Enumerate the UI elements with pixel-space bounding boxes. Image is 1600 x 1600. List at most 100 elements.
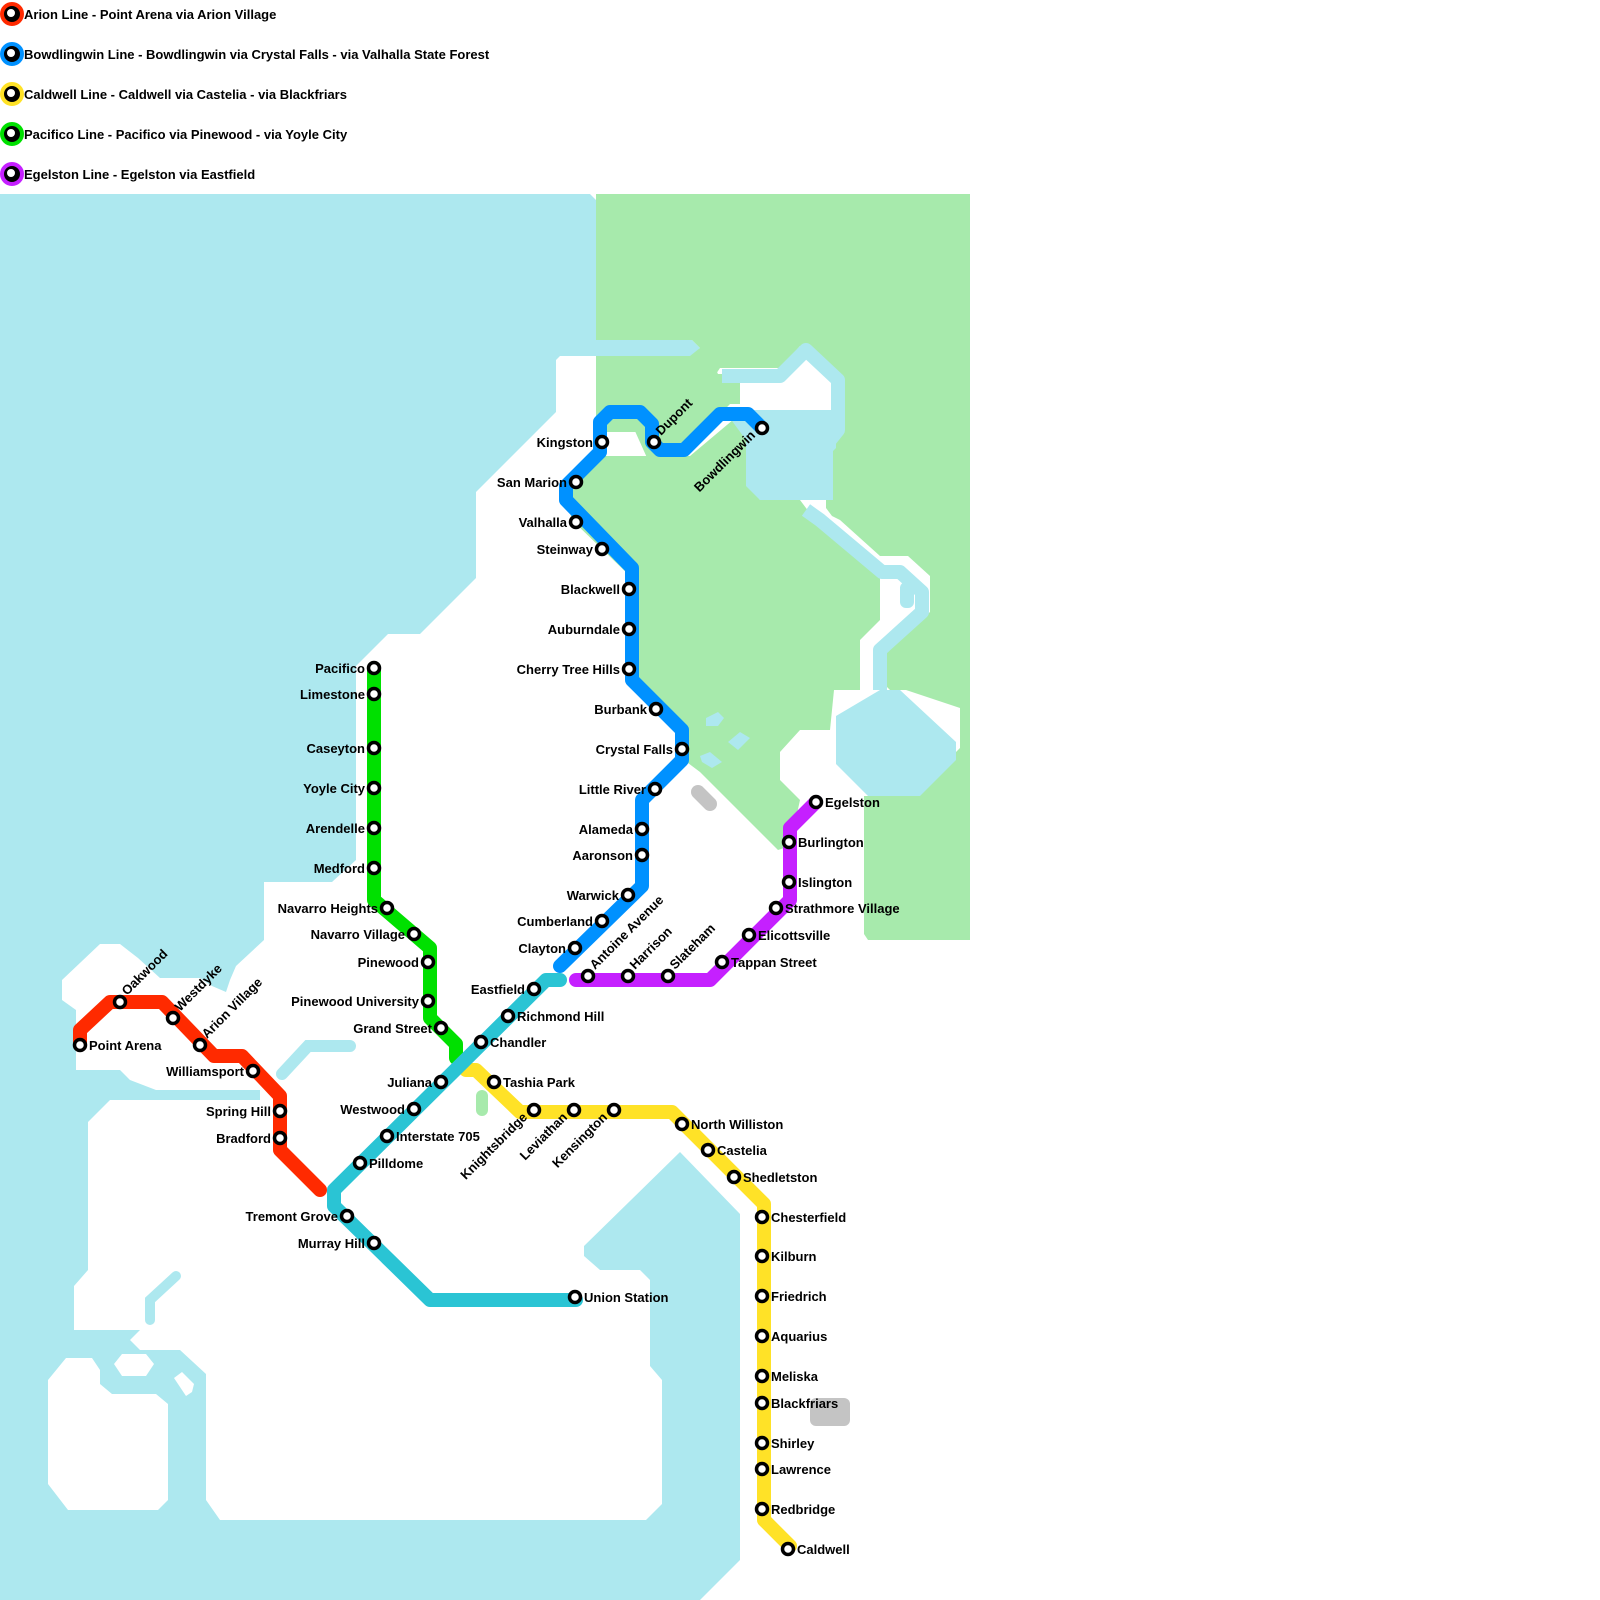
station-marker[interactable] xyxy=(500,1008,516,1024)
station-marker[interactable] xyxy=(741,927,757,943)
station-marker[interactable] xyxy=(366,740,382,756)
station-marker[interactable] xyxy=(754,1328,770,1344)
pond xyxy=(728,732,750,750)
station-marker[interactable] xyxy=(366,820,382,836)
station-label: Tappan Street xyxy=(731,955,817,970)
station-marker[interactable] xyxy=(648,701,664,717)
station-marker[interactable] xyxy=(352,1155,368,1171)
station-marker[interactable] xyxy=(366,686,382,702)
station-marker[interactable] xyxy=(420,993,436,1009)
station-marker[interactable] xyxy=(634,821,650,837)
station-marker[interactable] xyxy=(112,994,128,1010)
station-marker[interactable] xyxy=(580,968,596,984)
station-marker[interactable] xyxy=(700,1142,716,1158)
station-marker[interactable] xyxy=(621,581,637,597)
legend-item-caldwell[interactable]: Caldwell Line - Caldwell via Castelia - … xyxy=(0,82,347,106)
route-bowdlingwin[interactable] xyxy=(553,405,769,973)
station-marker[interactable] xyxy=(366,1235,382,1251)
station-marker[interactable] xyxy=(473,1034,489,1050)
station-marker[interactable] xyxy=(620,887,636,903)
station-marker[interactable] xyxy=(406,926,422,942)
station-marker[interactable] xyxy=(621,661,637,677)
station-marker[interactable] xyxy=(620,968,636,984)
station-marker[interactable] xyxy=(754,420,770,436)
station-marker[interactable] xyxy=(621,621,637,637)
grey-area xyxy=(691,785,717,811)
station-marker[interactable] xyxy=(674,1116,690,1132)
station-marker[interactable] xyxy=(566,1102,582,1118)
station-marker[interactable] xyxy=(192,1037,208,1053)
station-marker[interactable] xyxy=(726,1169,742,1185)
station-label: Juliana xyxy=(387,1075,433,1090)
station-label: Richmond Hill xyxy=(517,1009,604,1024)
station-label: Knightsbridge xyxy=(457,1110,530,1183)
pond xyxy=(706,712,724,726)
station-marker[interactable] xyxy=(594,541,610,557)
legend-item-pacifico[interactable]: Pacifico Line - Pacifico via Pinewood - … xyxy=(0,122,347,146)
island xyxy=(174,1372,194,1396)
station-marker[interactable] xyxy=(781,834,797,850)
station-label: Slateham xyxy=(667,921,718,972)
line-caldwell-icon xyxy=(0,82,24,106)
legend-item-arion[interactable]: Arion Line - Point Arena via Arion Villa… xyxy=(0,2,276,26)
station-marker[interactable] xyxy=(433,1074,449,1090)
station-marker[interactable] xyxy=(567,940,583,956)
station-marker[interactable] xyxy=(606,1102,622,1118)
route-caldwell[interactable] xyxy=(459,1063,797,1553)
station-marker[interactable] xyxy=(647,781,663,797)
station-marker[interactable] xyxy=(594,434,610,450)
legend-item-egelston[interactable]: Egelston Line - Egelston via Eastfield xyxy=(0,162,255,186)
station-marker[interactable] xyxy=(72,1037,88,1053)
station-marker[interactable] xyxy=(674,741,690,757)
station-marker[interactable] xyxy=(754,1368,770,1384)
station-marker[interactable] xyxy=(594,913,610,929)
station-label: Interstate 705 xyxy=(396,1129,480,1144)
station-label: Burbank xyxy=(594,702,648,717)
station-marker[interactable] xyxy=(634,847,650,863)
station-marker[interactable] xyxy=(754,1501,770,1517)
station-marker[interactable] xyxy=(433,1020,449,1036)
route-unnamed-cyan[interactable] xyxy=(327,973,583,1307)
park-area xyxy=(864,796,970,940)
station-marker[interactable] xyxy=(780,1541,796,1557)
station-marker[interactable] xyxy=(754,1461,770,1477)
inlet xyxy=(145,1271,181,1325)
station-marker[interactable] xyxy=(781,874,797,890)
island xyxy=(114,1354,154,1376)
station-marker[interactable] xyxy=(660,968,676,984)
station-marker[interactable] xyxy=(486,1074,502,1090)
station-marker[interactable] xyxy=(568,514,584,530)
station-marker[interactable] xyxy=(646,434,662,450)
station-marker[interactable] xyxy=(406,1101,422,1117)
station-marker[interactable] xyxy=(526,981,542,997)
station-marker[interactable] xyxy=(366,780,382,796)
station-marker[interactable] xyxy=(754,1248,770,1264)
station-label: Caseyton xyxy=(306,741,365,756)
station-marker[interactable] xyxy=(526,1102,542,1118)
station-marker[interactable] xyxy=(754,1209,770,1225)
station-marker[interactable] xyxy=(568,474,584,490)
station-marker[interactable] xyxy=(366,660,382,676)
station-marker[interactable] xyxy=(272,1130,288,1146)
station-marker[interactable] xyxy=(754,1435,770,1451)
station-label: Bradford xyxy=(216,1131,271,1146)
station-marker[interactable] xyxy=(366,860,382,876)
station-marker[interactable] xyxy=(379,1128,395,1144)
station-marker[interactable] xyxy=(272,1103,288,1119)
island xyxy=(48,1358,168,1510)
station-marker[interactable] xyxy=(754,1288,770,1304)
station-marker[interactable] xyxy=(714,954,730,970)
station-marker[interactable] xyxy=(420,954,436,970)
station-marker[interactable] xyxy=(165,1010,181,1026)
station-marker[interactable] xyxy=(808,794,824,810)
station-marker[interactable] xyxy=(379,900,395,916)
station-marker[interactable] xyxy=(768,900,784,916)
station-marker[interactable] xyxy=(339,1208,355,1224)
station-marker[interactable] xyxy=(567,1289,583,1305)
station-marker[interactable] xyxy=(245,1063,261,1079)
station-label: Steinway xyxy=(537,542,594,557)
station-label: Blackwell xyxy=(561,582,620,597)
station-marker[interactable] xyxy=(754,1395,770,1411)
legend-item-bowdlingwin[interactable]: Bowdlingwin Line - Bowdlingwin via Cryst… xyxy=(0,42,489,66)
